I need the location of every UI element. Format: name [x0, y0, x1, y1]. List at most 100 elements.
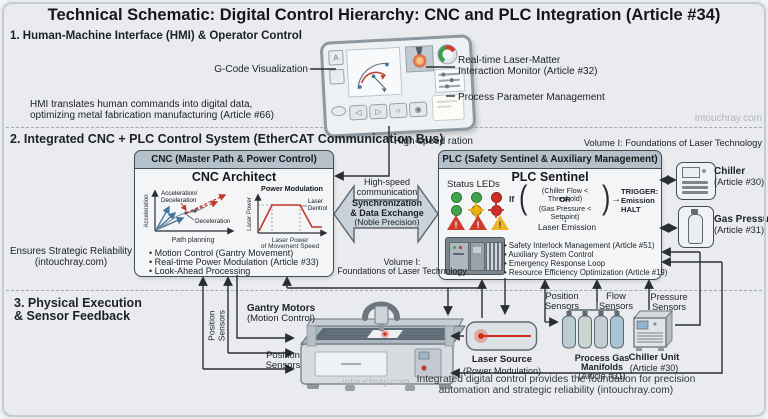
position-sensors2-label-line2: Sensors — [544, 301, 580, 311]
trigger-line3: HALT — [621, 205, 641, 214]
hmi-tablet-illustration: A ◁ ▷ ○ ◉ — [319, 34, 477, 138]
emission-arrow: ↓ — [563, 214, 568, 224]
led-green-icon — [451, 205, 462, 216]
led-yellow-burst-icon — [467, 201, 484, 218]
footer-note-line1: Integrated digital control provides the … — [416, 374, 696, 385]
gas-pressure-label-line2: (Article #31) — [714, 225, 765, 235]
tablet-letter-icon: A — [328, 49, 344, 66]
accel-ylabel: Acceleration — [144, 194, 150, 227]
power-chart-title: Power Modulation — [261, 184, 323, 193]
logic-paren-right: ) — [602, 178, 611, 217]
watermark-top: intouchray.com — [694, 113, 762, 124]
trigger-line1: TRIGGER: — [621, 187, 659, 196]
plc-bullet: • Safety Interlock Management (Article #… — [504, 241, 655, 250]
gcode-label: G-Code Visualization — [214, 64, 308, 75]
plc-bullet: • Auxiliary System Control — [504, 250, 594, 259]
flow-sensors-label-line1: Flow — [606, 291, 626, 301]
power-ylabel: Laser Power — [247, 197, 253, 231]
logic-arrow: → — [611, 194, 621, 205]
chiller-icon — [676, 162, 716, 200]
laser-monitor-label-line2: Interaction Monitor (Article #32) — [458, 66, 598, 77]
tablet-trackpad-icon — [330, 105, 347, 117]
gantry-motors-label-line1: Gantry Motors — [246, 303, 316, 314]
volume-note-mid-line1: Volume I: — [383, 257, 421, 267]
pressure-sensors-label-line2: Sensors — [651, 302, 687, 312]
hmi-note-line2: optimizing metal fabrication manufacturi… — [30, 110, 274, 121]
process-param-label: Process Parameter Management — [458, 92, 605, 103]
gas-manifolds-label-line2: Manifolds — [581, 362, 623, 372]
bus-text-line4: & Data Exchange — [350, 208, 424, 218]
acceleration-chart: Acceleration Path planning Acceleration/… — [144, 189, 235, 244]
chiller-unit-label-line1: Chiller Unit — [628, 352, 680, 363]
cnc-machine-illustration — [299, 301, 467, 391]
chiller-label-line2: (Article #30) — [714, 177, 765, 187]
gas-manifolds-label-line3: (Article #31) — [578, 371, 626, 381]
bus-text-line3: Synchronization — [351, 198, 422, 208]
power-anno2: Dentrol — [308, 206, 327, 212]
chiller-unit-illustration — [632, 309, 674, 351]
gas-manifolds-label-line1: Process Gas — [574, 353, 630, 363]
logic-or: OR — [559, 195, 571, 204]
section1-heading: 1. Human-Machine Interface (HMI) & Opera… — [10, 30, 303, 42]
high-speed-ration-label: High-speed ration — [394, 136, 473, 147]
position-sensors-label-line1: Position — [266, 350, 300, 361]
volume-note-top: Volume I: Foundations of Laser Technolog… — [583, 138, 762, 148]
power-xlabel2: of Movement Speed — [261, 243, 320, 249]
laser-emission-label: Laser Emission — [537, 222, 597, 232]
logic-paren-left: ( — [519, 178, 528, 217]
plc-panel-title: PLC Sentinel — [511, 170, 589, 184]
tablet-prev-button: ◁ — [348, 104, 368, 121]
volume-note-mid-line2: Foundations of Laser Technology — [337, 266, 467, 276]
tablet-settings-button: ◉ — [408, 101, 428, 118]
accel-anno2: Deceleration — [161, 197, 197, 204]
cnc-bullet: • Look-Ahead Processing — [149, 266, 251, 276]
reliability-note-line2: (intouchray.com) — [34, 257, 108, 268]
power-modulation-chart: Power Modulation Laser Power Laser Dentr… — [247, 184, 328, 249]
watermark-bottom: intouchray.com — [342, 377, 410, 388]
cnc-panel-header: CNC (Master Path & Power Control) — [134, 150, 334, 169]
tablet-next-button: ▷ — [368, 103, 388, 120]
section3-heading-line1: 3. Physical Execution — [14, 296, 142, 310]
position-sensors2-label-line1: Position — [545, 291, 579, 301]
position-sensors-vertical-label: Position Sensors — [206, 310, 226, 342]
laser-monitor-thumbnail — [404, 45, 435, 73]
plc-panel-header: PLC (Safety Sentinel & Auxiliary Managem… — [438, 150, 662, 169]
trigger-line2: Emission — [621, 196, 655, 205]
status-leds-label: Status LEDs — [447, 179, 500, 190]
position-sensors-label-line2: Sensors — [265, 360, 301, 371]
section3-heading-line2: & Sensor Feedback — [14, 309, 131, 323]
accel-anno1: Acceleration/ — [161, 190, 198, 197]
logic-cond1: (Chiller Flow < Threshold) — [541, 186, 589, 204]
led-red-burst-icon — [487, 201, 504, 218]
warning-triangle-red-icon: ! — [469, 215, 487, 230]
status-gauge-icon — [436, 43, 458, 65]
warning-triangle-yellow-icon: ! — [491, 215, 509, 230]
gas-pressure-label-line1: Gas Pressure — [714, 214, 768, 225]
laser-source-label-line2: (Power Modulation) — [462, 366, 542, 376]
plc-bullet: • Resource Efficiency Optimization (Arti… — [504, 268, 668, 277]
bus-text-line1: High-speed — [363, 177, 411, 187]
logic-cond2: (Gas Pressure < Setpoint) — [538, 204, 592, 222]
chiller-label-line1: Chiller — [714, 166, 746, 177]
laser-source-illustration — [465, 321, 538, 351]
hmi-note-line1: HMI translates human commands into digit… — [30, 99, 253, 110]
footer-note-line2: automation and strategic reliability (in… — [438, 385, 674, 396]
pressure-sensors-label-line1: Pressure — [650, 292, 688, 302]
section-divider-2 — [6, 290, 762, 291]
accel-xlabel: Path planning — [172, 237, 215, 244]
cnc-panel: CNC (Master Path & Power Control) CNC Ar… — [134, 150, 334, 277]
power-xlabel1: Laser Power — [272, 237, 309, 244]
cnc-bullet: • Real-time Power Modulation (Article #3… — [149, 257, 319, 267]
gcode-visualization-panel — [346, 46, 403, 98]
tablet-square-icon — [329, 68, 345, 85]
reliability-note-line1: Ensures Strategic Reliability — [10, 246, 132, 257]
accel-anno3: Deceleration — [195, 218, 231, 225]
gas-cylinder-icon — [678, 206, 714, 248]
logic-if: If — [509, 194, 515, 204]
chiller-unit-label-line2: (Article #30) — [629, 363, 679, 373]
laser-monitor-label-line1: Real-time Laser-Matter — [458, 55, 561, 66]
gantry-motors-label-line2: (Motion Control) — [246, 313, 316, 324]
led-green-icon — [451, 192, 462, 203]
section2-heading: 2. Integrated CNC + PLC Control System (… — [10, 132, 444, 146]
